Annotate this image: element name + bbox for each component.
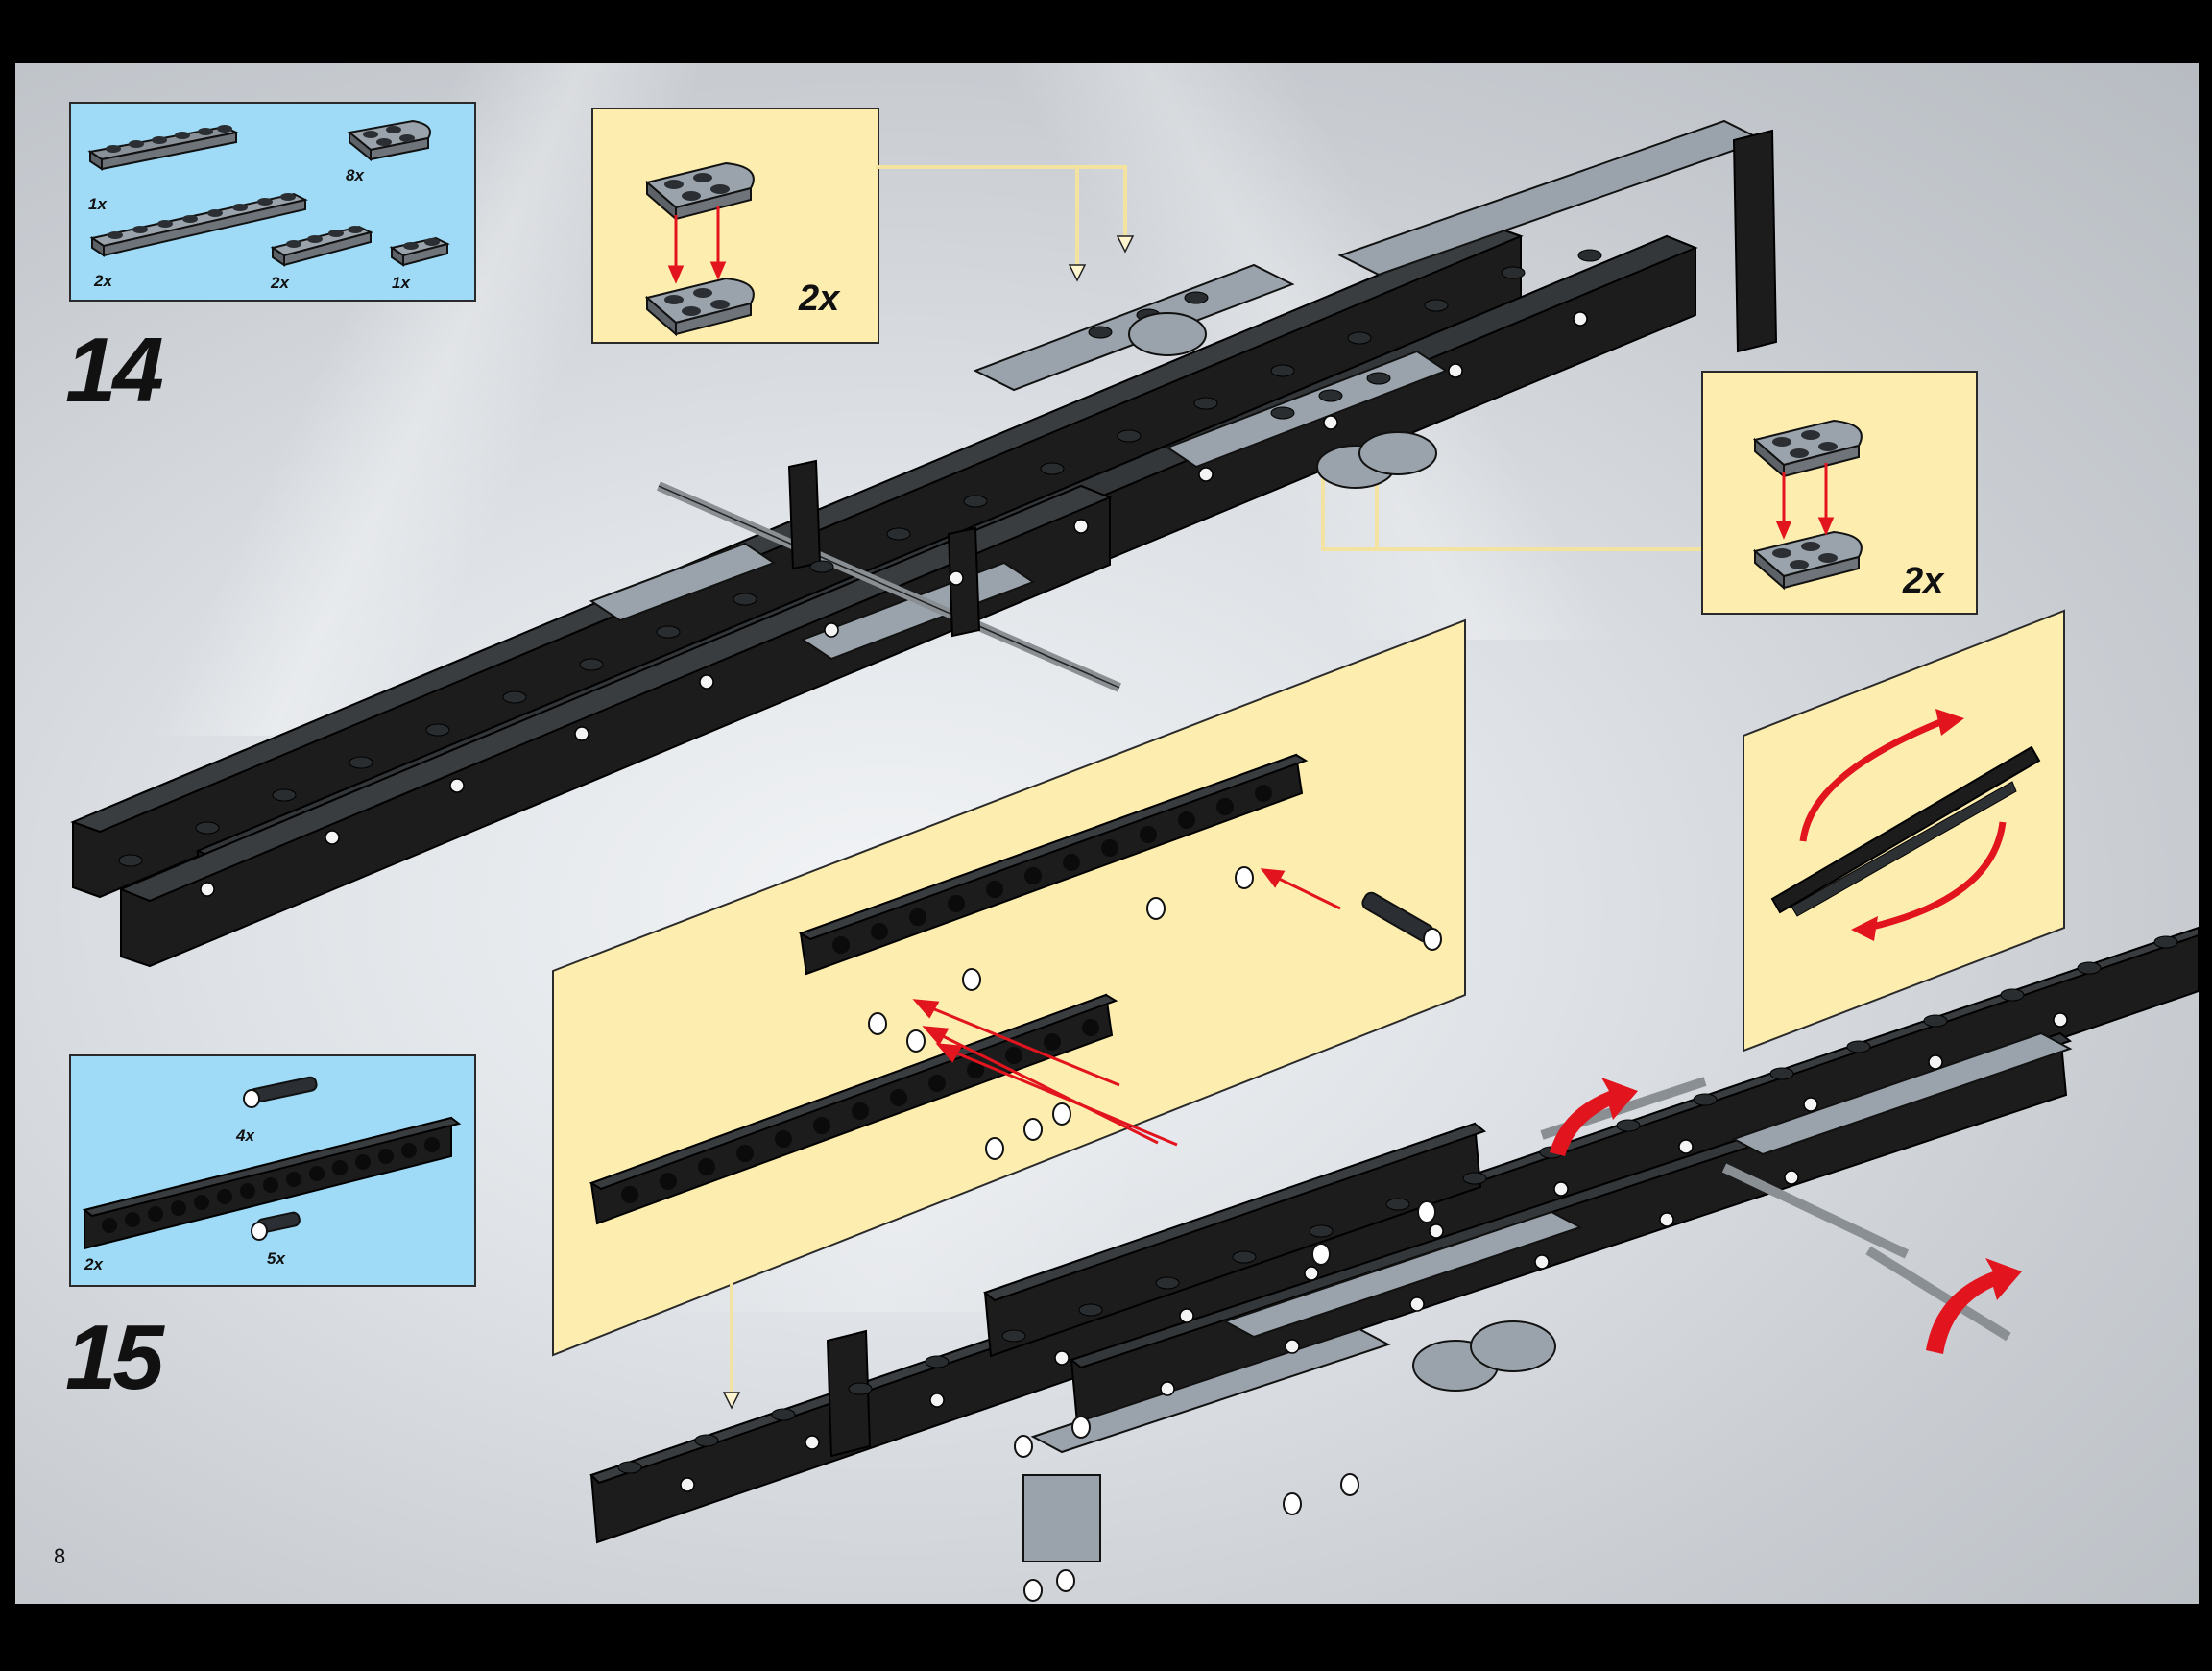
instruction-page: 1x 8x 2x 2x 1x 14 2x <box>15 63 2199 1604</box>
page-number: 8 <box>54 1546 65 1567</box>
step-15-chassis-model <box>15 63 2199 1604</box>
